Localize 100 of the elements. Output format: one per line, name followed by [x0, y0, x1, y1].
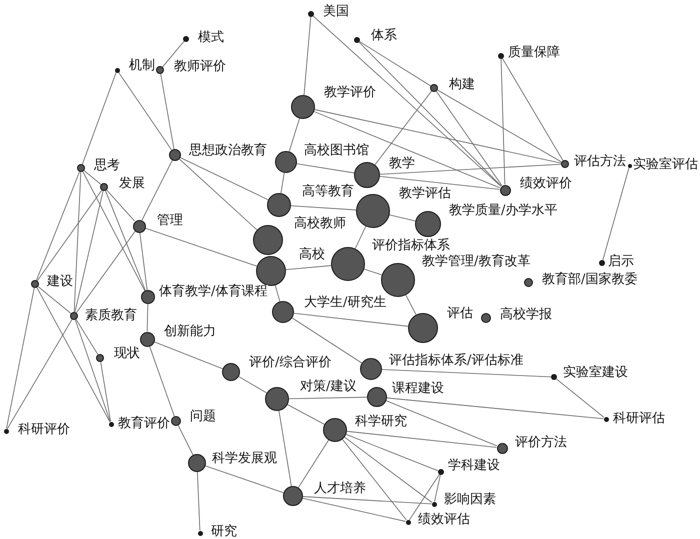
- node-label: 高校: [298, 248, 326, 262]
- connector-line: [238, 376, 268, 394]
- connector-line: [106, 190, 136, 222]
- node-label: 评估指标体系/评估标准: [388, 354, 524, 368]
- connector-line: [6, 319, 72, 430]
- node-label: 科学发展观: [211, 452, 278, 466]
- node-label: 影响因素: [443, 493, 497, 507]
- node-label: 对策/建议: [299, 380, 358, 394]
- node-label: 评估: [446, 307, 474, 321]
- node-label: 评价/综合评价: [248, 356, 332, 370]
- connector-line: [146, 304, 148, 332]
- connector-line: [292, 318, 362, 364]
- connector-line: [100, 362, 111, 422]
- node-label: 学科建设: [447, 459, 501, 473]
- connector-line: [180, 157, 269, 200]
- connector-line: [302, 496, 432, 504]
- node-label: 教育评价: [117, 417, 171, 431]
- connector-line: [76, 319, 98, 355]
- connector-line: [436, 90, 502, 186]
- connector-line: [287, 404, 325, 425]
- node-label: 教学: [388, 157, 416, 171]
- connector-line: [556, 378, 604, 418]
- connector-line: [364, 268, 382, 276]
- connector-line: [162, 40, 184, 68]
- node-label: 高校图书馆: [303, 144, 370, 158]
- node-label: 建设: [46, 275, 74, 289]
- node-label: 素质教育: [84, 309, 138, 323]
- connector-line: [288, 118, 300, 152]
- connector-line: [342, 439, 407, 520]
- node-label: 评估方法: [573, 155, 627, 169]
- connector-line: [302, 498, 406, 522]
- connector-line: [160, 74, 174, 150]
- connector-line: [278, 410, 292, 487]
- node-label: 教学管理/教育改革: [421, 255, 532, 269]
- connector-line: [74, 319, 111, 422]
- node-label: 模式: [197, 31, 225, 45]
- connector-line: [144, 228, 258, 267]
- node-label: 科学研究: [354, 415, 408, 429]
- connector-line: [389, 214, 416, 222]
- connector-line: [346, 430, 497, 448]
- connector-line: [290, 205, 356, 210]
- connector-line: [502, 58, 564, 161]
- node-label: 绩效评估: [417, 513, 471, 527]
- node-label: 高等教育: [301, 185, 355, 199]
- connector-line: [354, 226, 366, 250]
- connector-line: [312, 16, 502, 187]
- connector-line: [149, 346, 175, 417]
- connector-line: [82, 171, 146, 292]
- connector-line: [434, 474, 441, 502]
- connector-line: [196, 472, 200, 531]
- connector-line: [344, 436, 432, 503]
- connector-line: [296, 163, 355, 174]
- connector-line: [380, 164, 562, 175]
- connector-line: [304, 16, 312, 96]
- node-label: 体系: [370, 29, 398, 43]
- connector-line: [76, 230, 136, 314]
- connector-line: [178, 425, 194, 456]
- node-label: 教学评估: [398, 187, 452, 201]
- connector-line: [36, 190, 102, 282]
- node-label: 问题: [189, 410, 217, 424]
- connector-line: [286, 265, 332, 270]
- node-label: 质量保障: [507, 46, 561, 60]
- node-label: 思考: [93, 159, 121, 173]
- connector-line: [374, 90, 432, 166]
- connector-line: [139, 232, 148, 290]
- node-label: 科研评估: [612, 412, 666, 426]
- connector-line: [274, 285, 280, 302]
- node-label: 评价指标体系: [371, 239, 451, 253]
- connector-line: [154, 341, 224, 370]
- connector-line: [84, 170, 102, 185]
- connector-line: [386, 398, 604, 420]
- connector-line: [288, 396, 368, 400]
- connector-line: [500, 58, 506, 185]
- connector-line: [314, 111, 500, 188]
- connector-line: [179, 158, 258, 230]
- node-label: 人才培养: [313, 482, 367, 496]
- connector-line: [359, 41, 431, 86]
- node-label: 实验室建设: [562, 366, 629, 380]
- connector-line: [105, 190, 146, 291]
- node-label: 教育部/国家教委: [541, 273, 638, 287]
- connector-line: [314, 109, 562, 164]
- node-label: 绩效评价: [519, 177, 573, 191]
- node-label: 研究: [210, 525, 238, 539]
- node-label: 发展: [118, 177, 146, 191]
- node-label: 实验室评估: [632, 158, 699, 172]
- connector-line: [36, 287, 110, 422]
- connector-line: [298, 440, 329, 488]
- connector-line: [294, 312, 408, 327]
- connector-line: [380, 176, 500, 190]
- node-label: 构建: [448, 78, 476, 92]
- node-label: 教学评价: [323, 86, 377, 100]
- connector-line: [82, 72, 117, 165]
- connector-line: [74, 190, 104, 312]
- connector-line: [346, 434, 439, 472]
- connector-line: [118, 72, 172, 150]
- node-label: 现状: [113, 347, 141, 361]
- connector-line: [408, 474, 440, 520]
- connector-line: [142, 160, 173, 221]
- node-label: 体育教学/体育课程: [158, 285, 268, 299]
- connector-line: [358, 42, 502, 186]
